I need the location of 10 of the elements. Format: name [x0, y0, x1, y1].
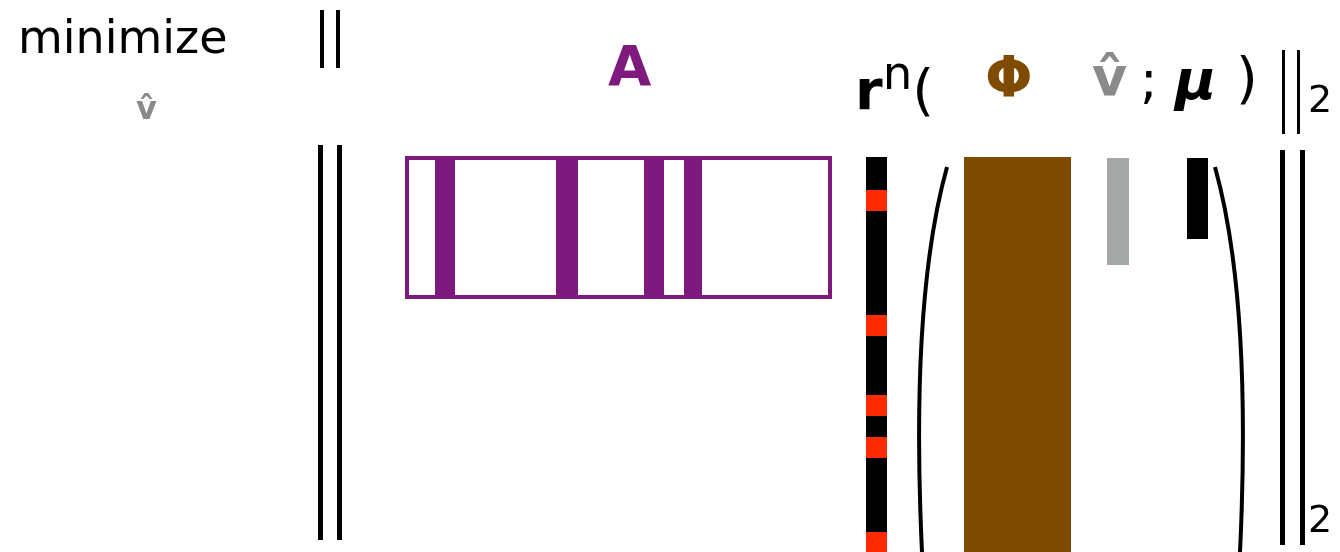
math-symbol: A [608, 38, 652, 94]
math-symbol: v̂ [1092, 50, 1128, 104]
math-symbol: Φ [985, 50, 1033, 106]
math-symbol: v̂ [136, 92, 157, 124]
subscript-number: 2 [1308, 500, 1333, 538]
math-symbol: r$^{n}$( [855, 50, 935, 118]
math-symbol: ) [1236, 50, 1258, 106]
math-symbol: ; [1140, 54, 1158, 106]
subscript-number: 2 [1308, 80, 1333, 118]
math-text: minimize [18, 14, 228, 60]
